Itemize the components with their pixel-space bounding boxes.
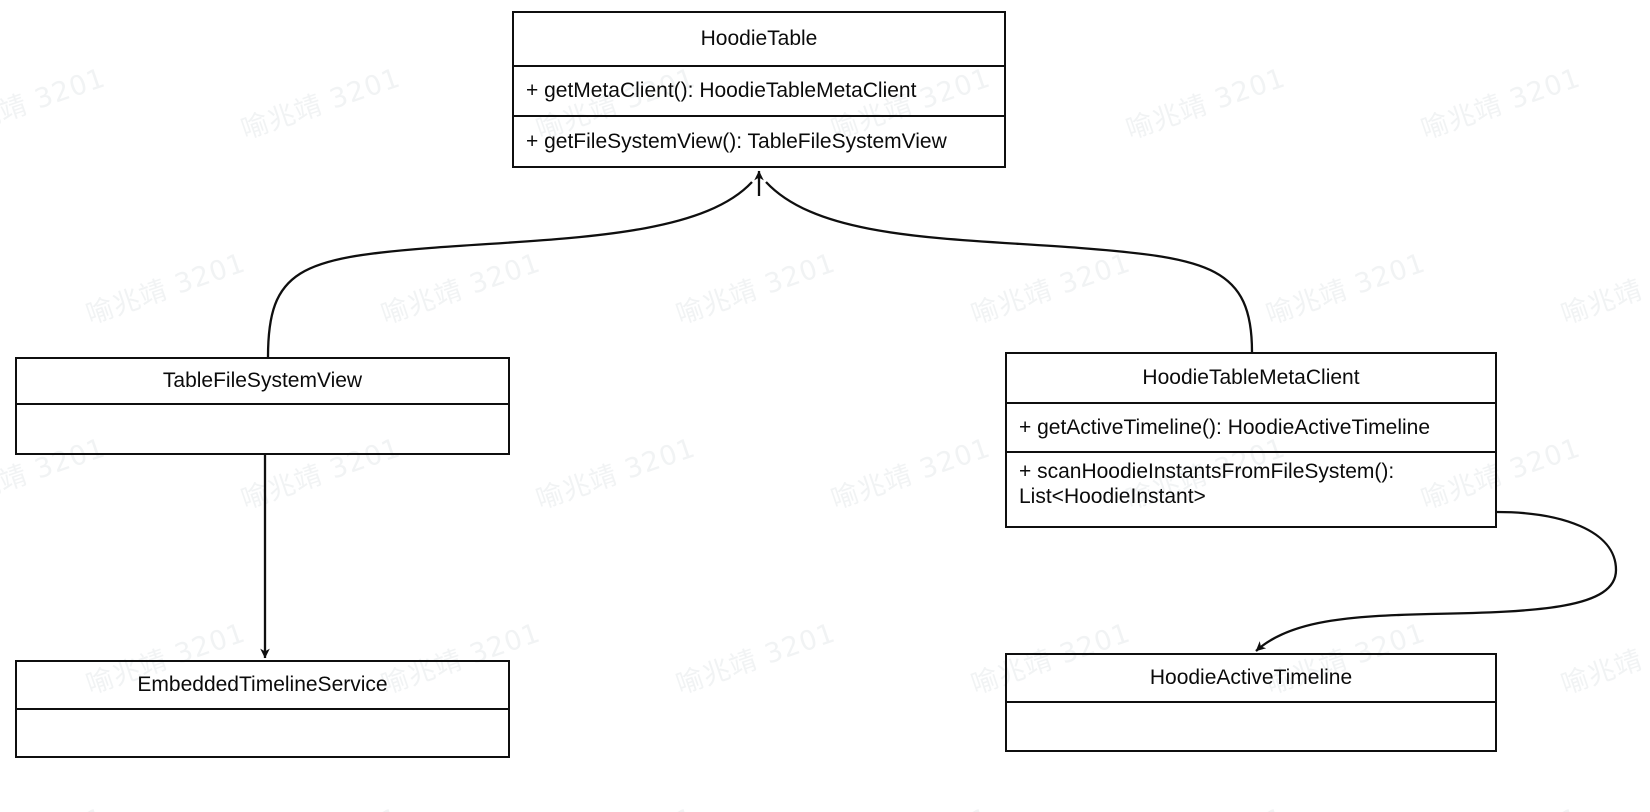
class-member-table-file-system-view-0 xyxy=(17,405,508,453)
class-name-hoodie-table-meta-client: HoodieTableMetaClient xyxy=(1007,354,1495,404)
edge-metaclient-to-activetimeline xyxy=(1255,510,1618,652)
class-name-hoodie-table: HoodieTable xyxy=(514,13,1004,67)
class-name-hoodie-active-timeline: HoodieActiveTimeline xyxy=(1007,655,1495,703)
class-member-hoodie-table-1: + getFileSystemView(): TableFileSystemVi… xyxy=(526,129,947,153)
edge-metaclient-to-hoodietable xyxy=(765,181,1254,353)
class-member-embedded-timeline-service-0 xyxy=(17,710,508,756)
class-name-table-file-system-view: TableFileSystemView xyxy=(17,359,508,405)
class-box-hoodie-table-meta-client[interactable]: HoodieTableMetaClient + getActiveTimelin… xyxy=(1005,352,1497,528)
edge-tablefilesystemview-to-hoodietable xyxy=(266,181,753,358)
class-member-hoodie-table-0: + getMetaClient(): HoodieTableMetaClient xyxy=(514,67,1004,117)
class-box-hoodie-active-timeline[interactable]: HoodieActiveTimeline xyxy=(1005,653,1497,752)
class-member-hoodie-active-timeline-0 xyxy=(1007,703,1495,750)
class-member-hoodie-table-meta-client-0: + getActiveTimeline(): HoodieActiveTimel… xyxy=(1007,404,1495,453)
class-name-embedded-timeline-service: EmbeddedTimelineService xyxy=(17,662,508,710)
class-member-hoodie-table-meta-client-1: + scanHoodieInstantsFromFileSystem(): Li… xyxy=(1019,460,1395,508)
class-box-embedded-timeline-service[interactable]: EmbeddedTimelineService xyxy=(15,660,510,758)
class-box-hoodie-table[interactable]: HoodieTable + getMetaClient(): HoodieTab… xyxy=(512,11,1006,168)
class-box-table-file-system-view[interactable]: TableFileSystemView xyxy=(15,357,510,455)
